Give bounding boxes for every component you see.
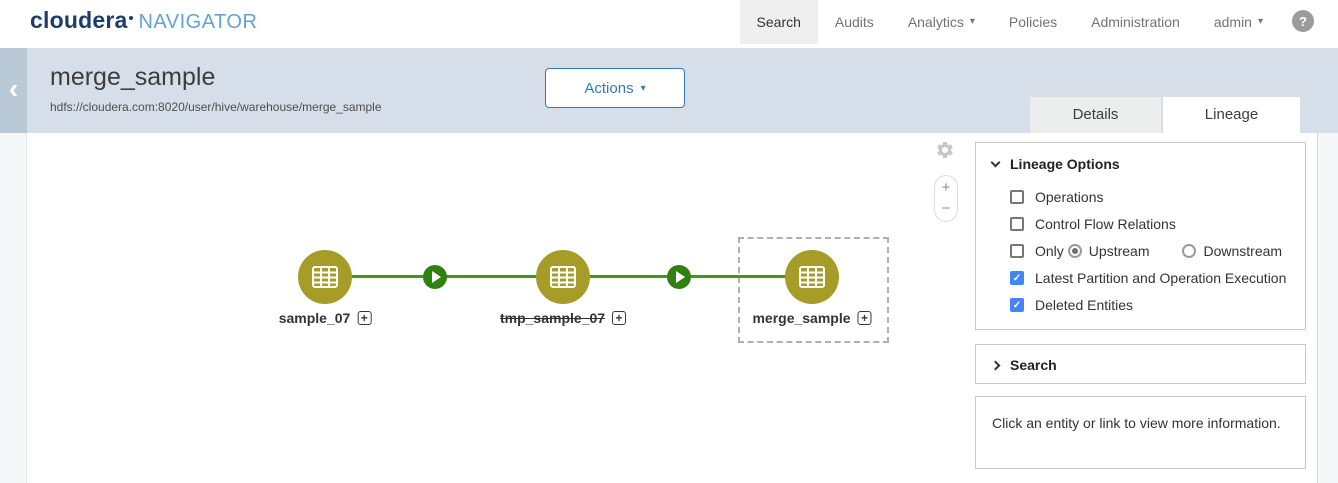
option-row-control-flow-relations: Control Flow Relations [976,210,1305,237]
tab-lineage[interactable]: Lineage [1163,97,1300,133]
page-title: merge_sample [50,63,216,91]
play-icon [432,271,441,283]
zoom-controls: + − [934,175,958,222]
info-panel: Click an entity or link to view more inf… [975,396,1306,469]
tab-details[interactable]: Details [1030,97,1161,133]
checkbox-operations[interactable] [1010,189,1024,204]
lineage-options-title: Lineage Options [1010,156,1120,172]
nav-item-label: Analytics [907,14,964,30]
radio-label: Upstream [1088,242,1150,259]
nav-item-label: Search [756,14,801,30]
navbar-menu: Search Audits Analytics ▾ Policies Administra… [739,0,1280,44]
entity-tabs: Details Lineage [1030,97,1300,133]
info-panel-text: Click an entity or link to view more inf… [992,415,1281,431]
actions-button-label: Actions [584,79,634,97]
search-panel-title: Search [1010,357,1057,373]
nav-item-label: admin [1213,14,1252,30]
option-row-latest-partition-and-operation-execution: ✓ Latest Partition and Operation Executio… [976,264,1305,291]
zoom-in-button[interactable]: + [941,179,951,196]
option-label: Deleted Entities [1035,296,1134,313]
right-gutter [1317,133,1338,483]
table-grid-glyph [312,266,338,288]
option-label: Control Flow Relations [1035,215,1176,232]
expand-plus-icon[interactable]: + [857,311,872,325]
chevron-right-icon [990,360,1001,370]
table-icon[interactable] [785,250,839,304]
node-label[interactable]: merge_sample [752,310,851,326]
table-grid-glyph [799,266,825,288]
expand-plus-icon[interactable]: + [357,311,372,325]
logo-trademark-dot [129,16,134,20]
nav-item-audits[interactable]: Audits [818,0,891,44]
option-row-operations: Operations [976,183,1305,210]
caret-down-icon: ▾ [969,16,975,27]
nav-item-analytics[interactable]: Analytics ▾ [891,0,992,44]
search-panel-header[interactable]: Search [976,345,1305,377]
node-label-row: sample_07 + [279,310,372,326]
table-grid-glyph [550,266,576,288]
main-area: sample_07 + tmp_sample_07 [0,133,1338,483]
nav-item-policies[interactable]: Policies [992,0,1074,44]
play-icon [676,271,685,283]
node-label[interactable]: tmp_sample_07 [499,310,606,326]
nav-item-administration[interactable]: Administration [1074,0,1197,44]
caret-down-icon: ▾ [1257,16,1263,27]
option-row-only: Only Upstream Downstream [976,237,1305,264]
option-label: Only [1035,242,1064,259]
radio-downstream[interactable] [1182,243,1197,258]
actions-button[interactable]: Actions ▾ [545,68,685,108]
entity-hdfs-path: hdfs://cloudera.com:8020/user/hive/wareh… [50,100,382,114]
radio-upstream[interactable] [1067,243,1082,258]
checkbox-control-flow-relations[interactable] [1010,216,1024,231]
node-label-row: merge_sample + [752,310,872,326]
option-label: Operations [1035,188,1104,205]
logo-cloudera: cloudera [30,7,128,33]
checkbox-deleted-entities[interactable]: ✓ [1010,297,1024,312]
nav-item-label: Audits [834,14,874,30]
node-label-row: tmp_sample_07 + [499,310,627,326]
top-navbar: cloudera NAVIGATOR Search Audits Analytics… [0,0,1338,48]
node-label[interactable]: sample_07 [278,310,351,326]
option-row-deleted-entities: ✓ Deleted Entities [976,291,1305,318]
nav-item-search[interactable]: Search [739,0,818,44]
logo-navigator: NAVIGATOR [138,11,258,33]
search-panel: Search [975,344,1306,384]
left-gutter [0,133,27,483]
nav-item-admin[interactable]: admin ▾ [1197,0,1280,44]
radio-label: Downstream [1203,242,1283,259]
cloudera-navigator-logo[interactable]: cloudera NAVIGATOR [30,7,257,34]
expand-plus-icon[interactable]: + [612,311,627,325]
lineage-options-header[interactable]: Lineage Options [976,143,1305,176]
lineage-canvas[interactable]: sample_07 + tmp_sample_07 [27,133,1317,483]
radio-dot [1071,247,1078,254]
checkbox-only[interactable] [1010,243,1024,258]
nav-item-label: Policies [1008,14,1058,30]
chevron-down-icon [990,157,1001,168]
option-label: Latest Partition and Operation Execution [1035,269,1287,286]
table-icon[interactable] [298,250,352,304]
operation-node-icon[interactable] [423,265,447,289]
nav-item-label: Administration [1091,14,1180,30]
help-icon[interactable]: ? [1292,10,1314,32]
operation-node-icon[interactable] [667,265,691,289]
entity-title-block: merge_sample hdfs://cloudera.com:8020/us… [50,63,382,114]
zoom-out-button[interactable]: − [941,200,951,217]
checkbox-latest-partition-and-operation-execution[interactable]: ✓ [1010,270,1024,285]
gear-glyph [937,141,953,158]
selected-entity-outline [738,237,889,343]
entity-header: ‹ merge_sample hdfs://cloudera.com:8020/… [0,48,1338,133]
gear-icon[interactable] [935,140,955,165]
chevron-left-icon: ‹ [8,72,19,104]
caret-down-icon: ▾ [640,82,646,94]
table-icon[interactable] [536,250,590,304]
back-button[interactable]: ‹ [0,48,27,133]
